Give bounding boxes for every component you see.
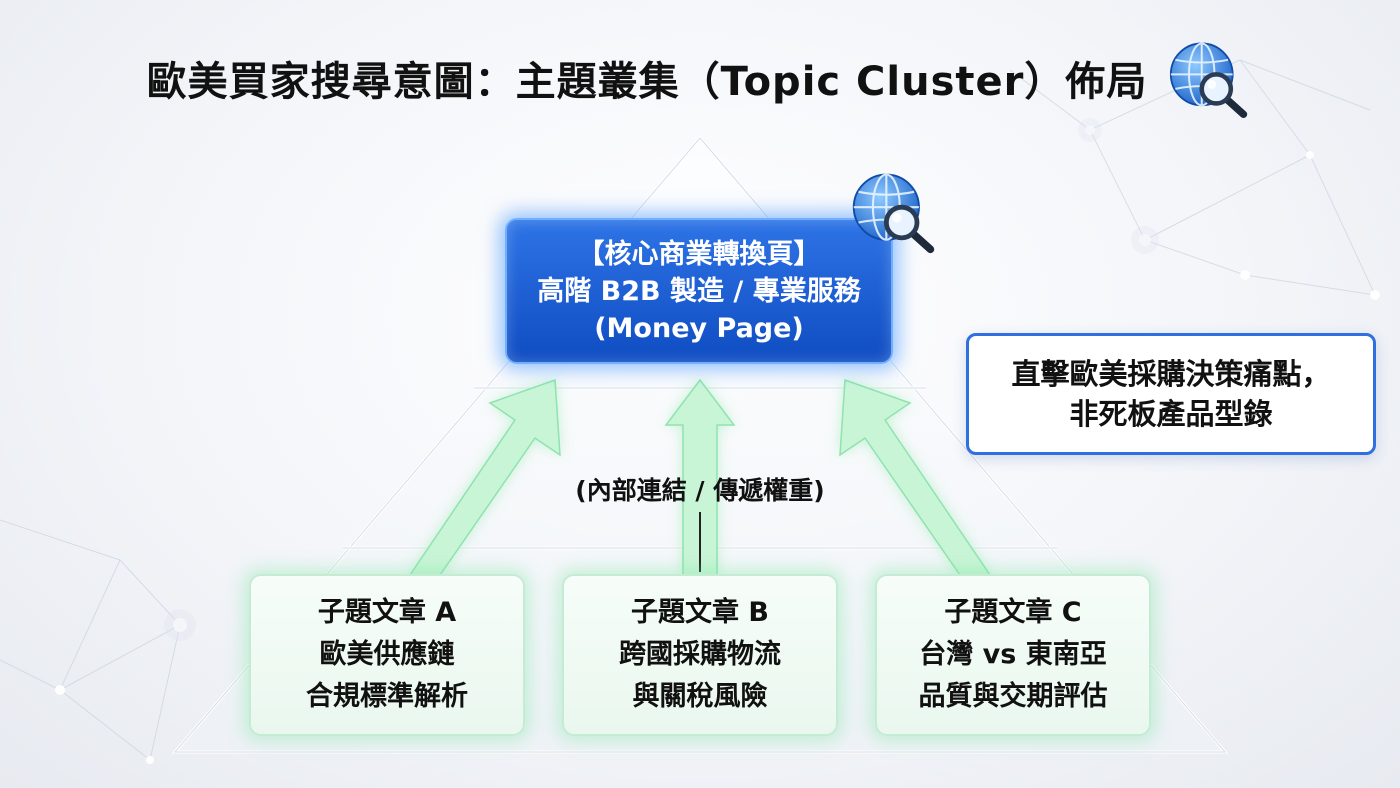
globe-search-icon: [1170, 42, 1248, 118]
subtopic-c-line3: 品質與交期評估: [918, 681, 1108, 712]
arrow-center: [664, 378, 736, 576]
subtopic-b-line2: 跨國採購物流: [619, 639, 781, 670]
page-title: 歐美買家搜尋意圖：主題叢集（Topic Cluster）佈局: [146, 59, 1148, 105]
money-page-line2: 高階 B2B 製造 / 專業服務: [537, 275, 861, 307]
subtopic-c-title: 子題文章 C: [944, 597, 1082, 628]
globe-search-icon: [852, 173, 935, 254]
money-page-line3: (Money Page): [594, 312, 804, 344]
arrow-left: [408, 378, 561, 576]
subtopic-b-line3: 與關稅風險: [632, 681, 768, 712]
callout-line2: 非死板產品型錄: [1069, 397, 1273, 431]
subtopic-a-box: 子題文章 A 歐美供應鏈 合規標準解析: [249, 574, 525, 736]
page-title-bar: 歐美買家搜尋意圖：主題叢集（Topic Cluster）佈局: [0, 38, 1400, 118]
internal-link-label: (內部連結 / 傳遞權重): [575, 476, 825, 505]
money-page-line1: 【核心商業轉換頁】: [577, 238, 821, 270]
callout-line1: 直擊歐美採購決策痛點，: [1011, 357, 1331, 391]
subtopic-a-line2: 歐美供應鏈: [319, 639, 455, 670]
callout-box: 直擊歐美採購決策痛點， 非死板產品型錄: [966, 333, 1376, 455]
money-page-box: 【核心商業轉換頁】 高階 B2B 製造 / 專業服務 (Money Page): [505, 218, 893, 364]
subtopic-c-box: 子題文章 C 台灣 vs 東南亞 品質與交期評估: [875, 574, 1151, 736]
subtopic-a-line3: 合規標準解析: [306, 681, 468, 712]
subtopic-b-box: 子題文章 B 跨國採購物流 與關稅風險: [562, 574, 838, 736]
subtopic-b-title: 子題文章 B: [631, 597, 769, 628]
subtopic-c-line2: 台灣 vs 東南亞: [919, 639, 1107, 670]
subtopic-a-title: 子題文章 A: [317, 597, 457, 628]
